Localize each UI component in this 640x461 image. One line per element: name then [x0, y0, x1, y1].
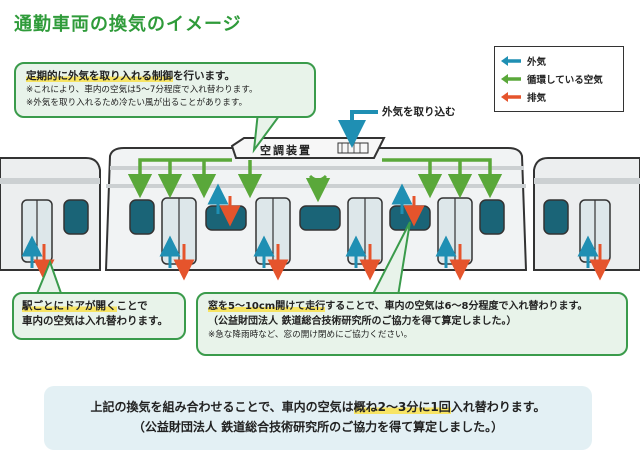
summary-highlight: 概ね2～3分に1回	[353, 400, 451, 414]
summary-text-post: 入れ替わります。	[450, 400, 546, 414]
callout-periodic-note2: ※外気を取り入れるため冷たい風が出ることがあります。	[26, 98, 248, 108]
summary-text-pre: 上記の換気を組み合わせることで、車内の空気は	[90, 400, 354, 414]
arrow-left-icon	[501, 92, 521, 102]
legend: 外気 循環している空気 排気	[494, 46, 624, 112]
callout-periodic-ventilation: 定期的に外気を取り入れる制御を行います。 ※これにより、車内の空気は5～7分程度…	[14, 62, 316, 118]
left-neighbor-car	[0, 157, 101, 271]
summary-line1: 上記の換気を組み合わせることで、車内の空気は概ね2～3分に1回入れ替わります。	[44, 397, 592, 417]
callout-door-highlight: 駅ごとにドアが開く	[22, 300, 117, 312]
callout-pointers	[34, 111, 411, 297]
page-title: 通勤車両の換気のイメージ	[14, 14, 242, 35]
callout-door-line2: 車内の空気は入れ替わります。	[22, 315, 168, 327]
legend-item-exhaust: 排気	[501, 88, 617, 106]
circulating-air-arrows	[127, 158, 503, 203]
arrow-left-icon	[501, 74, 521, 84]
callout-door-text: ことで	[116, 300, 148, 312]
arrow-left-icon	[501, 56, 521, 66]
legend-item-outside-air: 外気	[501, 52, 617, 70]
summary-box: 上記の換気を組み合わせることで、車内の空気は概ね2～3分に1回入れ替わります。 …	[44, 386, 592, 450]
legend-item-circulating-air: 循環している空気	[501, 70, 617, 88]
callout-door-opening: 駅ごとにドアが開くことで 車内の空気は入れ替わります。	[12, 292, 186, 340]
callout-window-note: ※急な降雨時など、窓の開け閉めにご協力ください。	[208, 330, 413, 340]
callout-window-text: することで、車内の空気は6～8分程度で入れ替わります。	[325, 301, 588, 312]
outside-air-intake-arrow	[338, 110, 378, 148]
aircon-label: 空調装置	[260, 144, 312, 157]
callout-periodic-text: を行います。	[173, 70, 235, 82]
callout-window-line2: （公益財団法人 鉄道総合技術研究所のご協力を得て算定しました。）	[208, 316, 517, 327]
callout-periodic-note1: ※これにより、車内の空気は5～7分程度で入れ替わります。	[26, 85, 258, 95]
callout-periodic-highlight: 定期的に外気を取り入れる制御	[26, 70, 173, 82]
right-neighbor-car	[533, 157, 640, 271]
legend-label: 循環している空気	[527, 75, 603, 86]
outside-air-label: 外気を取り込む	[382, 106, 456, 118]
legend-label: 排気	[527, 93, 547, 104]
door-window-air-flows	[21, 183, 611, 281]
summary-line2: （公益財団法人 鉄道総合技術研究所のご協力を得て算定しました。）	[132, 420, 504, 434]
legend-label: 外気	[527, 57, 547, 68]
callout-window-opening: 窓を5～10cm開けて走行することで、車内の空気は6～8分程度で入れ替わります。…	[196, 292, 628, 356]
callout-window-highlight: 窓を5～10cm開けて走行	[208, 301, 326, 312]
